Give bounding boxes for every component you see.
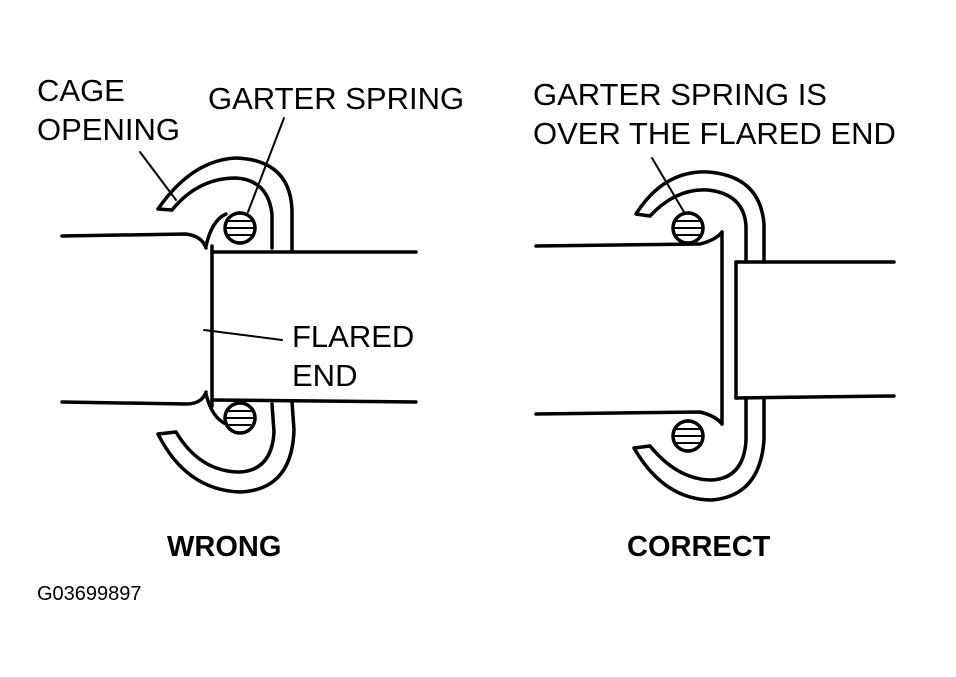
lower-cage (156, 400, 296, 494)
garter-note-line2: OVER THE FLARED END (533, 116, 896, 151)
lower-cage-inner-lip (204, 392, 228, 426)
flared-end-leader (203, 329, 283, 341)
correct-note-leader (651, 157, 685, 213)
wrong-caption: WRONG (167, 531, 281, 563)
cage-opening-label-line2: OPENING (37, 112, 180, 147)
wide-pipe-flare-face (720, 230, 738, 426)
correct-upper-cage (634, 170, 766, 264)
lower-garter-spring (223, 401, 257, 435)
upper-garter-spring (223, 211, 257, 245)
left-pipe-top-edge (60, 232, 208, 250)
flared-end-label-line2: END (292, 358, 357, 393)
cage-opening-leader (139, 151, 177, 201)
figure-id: G03699897 (37, 583, 142, 605)
garter-spring-label: GARTER SPRING (208, 81, 464, 116)
correct-lower-cage (632, 396, 766, 502)
narrow-pipe-bottom-edge (734, 394, 896, 400)
right-pipe-bottom-edge (210, 398, 418, 404)
upper-cage-inner-lip (204, 212, 228, 248)
correct-caption: CORRECT (627, 531, 771, 563)
flared-end-label-line1: FLARED (292, 319, 414, 354)
garter-note-line1: GARTER SPRING IS (533, 77, 827, 112)
upper-cage (156, 156, 294, 252)
wrong-assembly (60, 117, 418, 494)
correct-assembly (534, 157, 896, 502)
cage-opening-label-line1: CAGE (37, 73, 125, 108)
correct-lower-garter-spring (671, 419, 705, 453)
garter-spring-leader (247, 117, 285, 213)
correct-upper-garter-spring (671, 211, 705, 245)
left-pipe-bottom-edge (60, 390, 208, 406)
